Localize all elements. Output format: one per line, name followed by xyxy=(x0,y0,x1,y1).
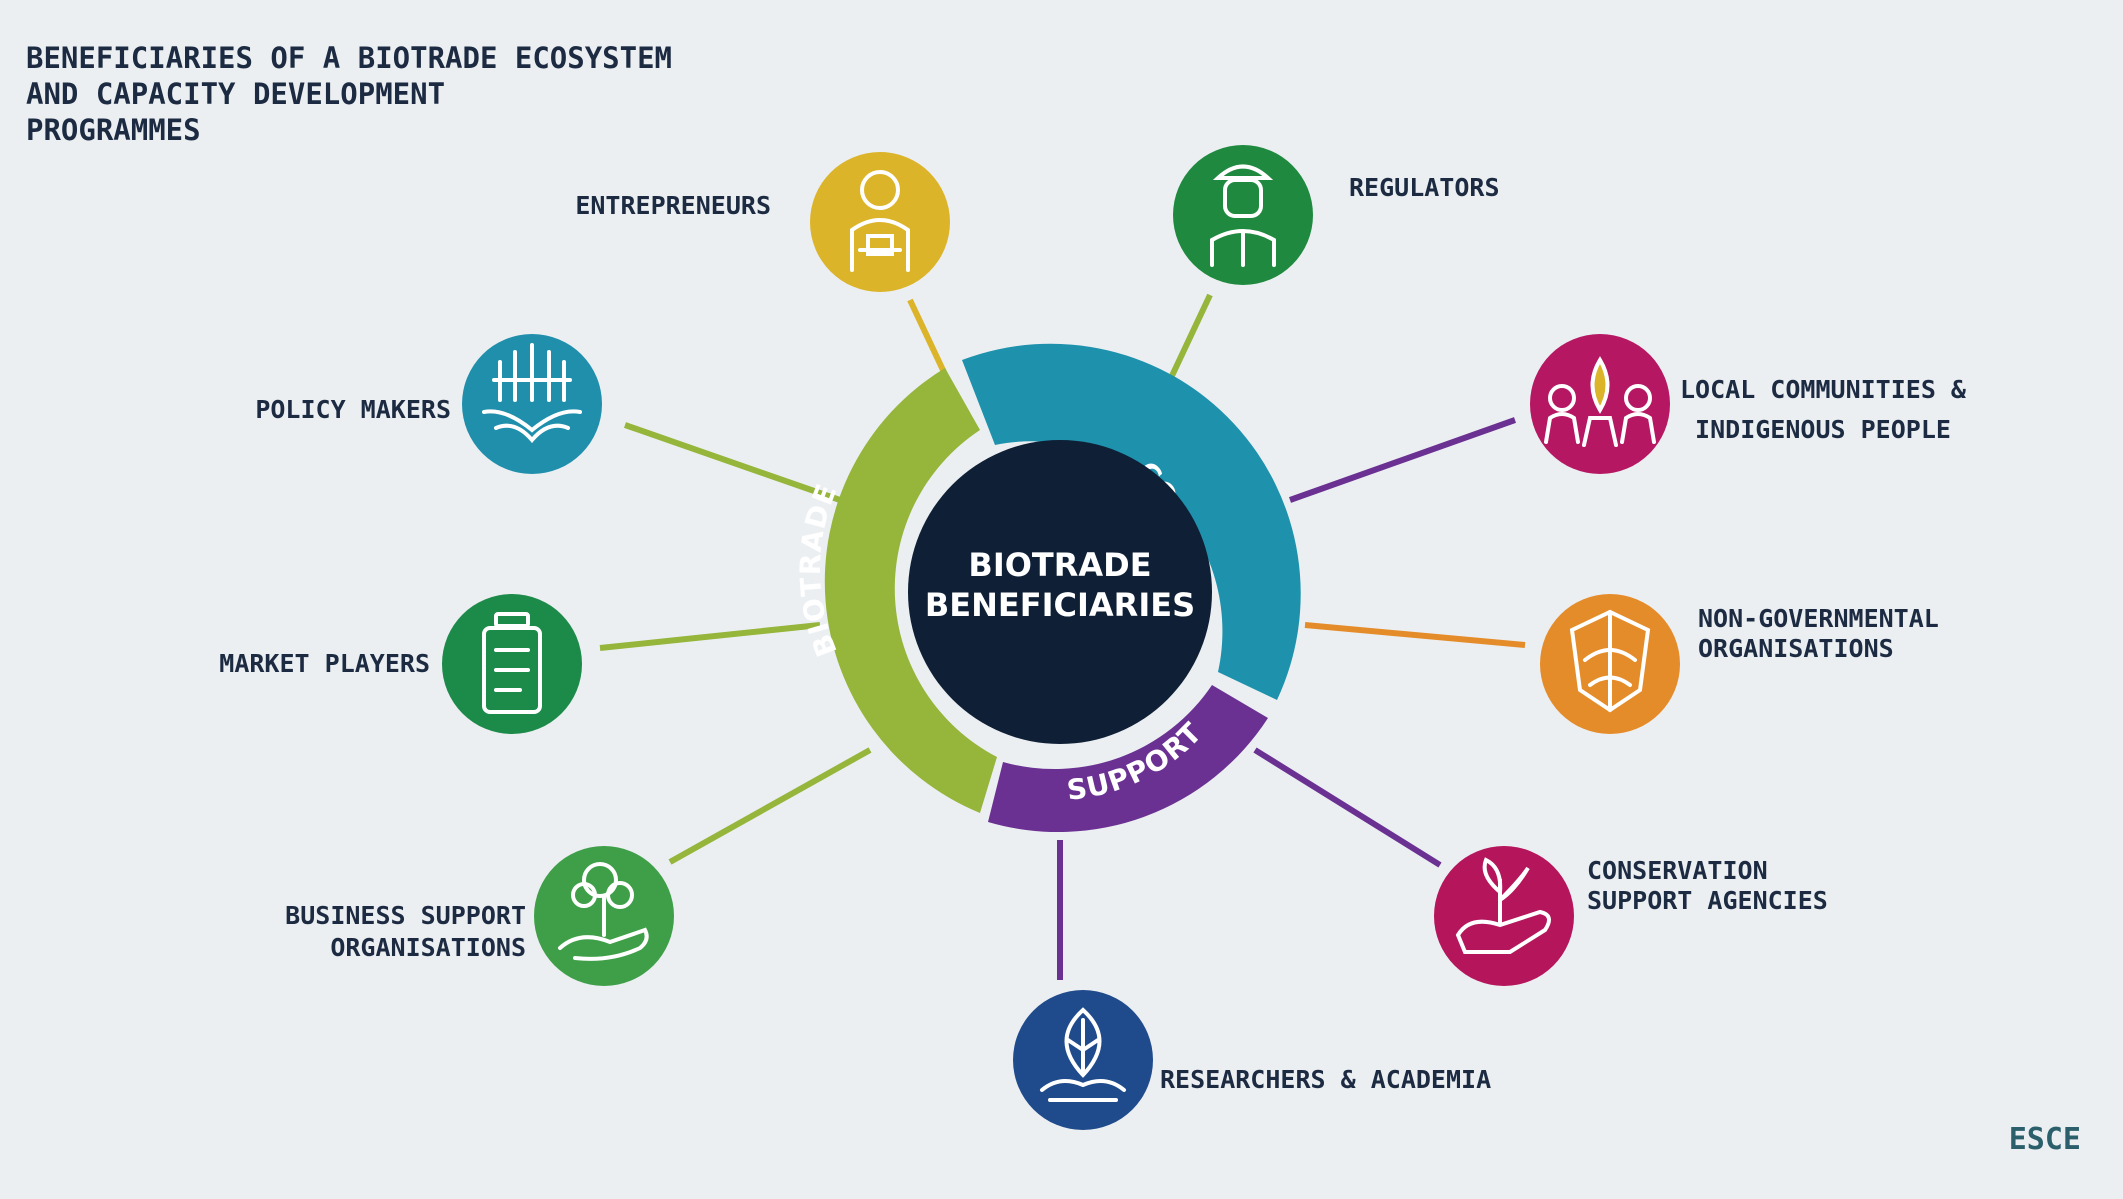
label-regulators-line-1: REGULATORS xyxy=(1349,173,1500,202)
page-title: BENEFICIARIES OF A BIOTRADE ECOSYSTEM AN… xyxy=(26,40,746,148)
label-researchers: RESEARCHERS & ACADEMIA xyxy=(1160,1065,1492,1094)
node-business-support xyxy=(534,846,674,986)
connector-conservation xyxy=(1253,747,1442,868)
label-regulators: REGULATORS xyxy=(1349,172,1500,203)
connector-ngos xyxy=(1304,622,1526,648)
title-line-1: BENEFICIARIES OF A BIOTRADE ECOSYSTEM xyxy=(26,41,673,75)
ring-segment-biotrade xyxy=(824,368,997,813)
ring-segment-ecosystem xyxy=(962,343,1301,700)
node-local-communities xyxy=(1530,334,1670,474)
brand-logo-text: ESCE xyxy=(2008,1122,2081,1157)
title-line-3: PROGRAMMES xyxy=(26,113,201,147)
connector-local-communities xyxy=(1288,417,1517,503)
ring-segment-support xyxy=(988,685,1268,833)
connector-regulators xyxy=(1167,293,1213,382)
label-market-players: MARKET PLAYERS xyxy=(219,649,430,678)
connector-market-players xyxy=(599,622,821,651)
regulator-icon xyxy=(1210,164,1276,267)
node-entrepreneurs xyxy=(810,152,950,292)
community-icon xyxy=(1544,356,1656,447)
node-ngos xyxy=(1540,594,1680,734)
business-support-icon xyxy=(558,862,649,961)
node-conservation xyxy=(1434,846,1574,986)
conservation-icon xyxy=(1455,857,1551,954)
market-icon xyxy=(482,612,542,714)
hub-title-line-2: BENEFICIARIES xyxy=(925,586,1195,624)
label-conservation: CONSERVATION SUPPORT AGENCIES xyxy=(1587,856,1828,915)
connector-policy-makers xyxy=(624,422,841,503)
hub-core xyxy=(908,440,1212,744)
label-entrepreneurs-line-1: ENTREPRENEURS xyxy=(575,191,771,220)
node-regulators xyxy=(1173,145,1313,285)
label-business-support: BUSINESS SUPPORT ORGANISATIONS xyxy=(285,901,526,962)
title-line-2: AND CAPACITY DEVELOPMENT xyxy=(26,77,446,111)
connector-business-support xyxy=(668,747,872,865)
label-entrepreneurs: ENTREPRENEURS xyxy=(575,190,771,221)
label-local-communities: LOCAL COMMUNITIES & INDIGENOUS PEOPLE xyxy=(1680,375,1966,444)
connector-lines xyxy=(599,293,1526,980)
policy-icon xyxy=(482,343,582,444)
node-researchers xyxy=(1013,990,1153,1130)
entrepreneur-icon xyxy=(850,170,910,272)
research-icon xyxy=(1040,1007,1126,1102)
node-policy-makers xyxy=(462,334,602,474)
ngo-icon xyxy=(1569,609,1651,713)
hub-title-line-1: BIOTRADE xyxy=(968,546,1151,584)
label-ngos: NON-GOVERNMENTAL ORGANISATIONS xyxy=(1698,604,1939,663)
node-market-players xyxy=(442,594,582,734)
label-policy-makers: POLICY MAKERS xyxy=(255,395,451,424)
